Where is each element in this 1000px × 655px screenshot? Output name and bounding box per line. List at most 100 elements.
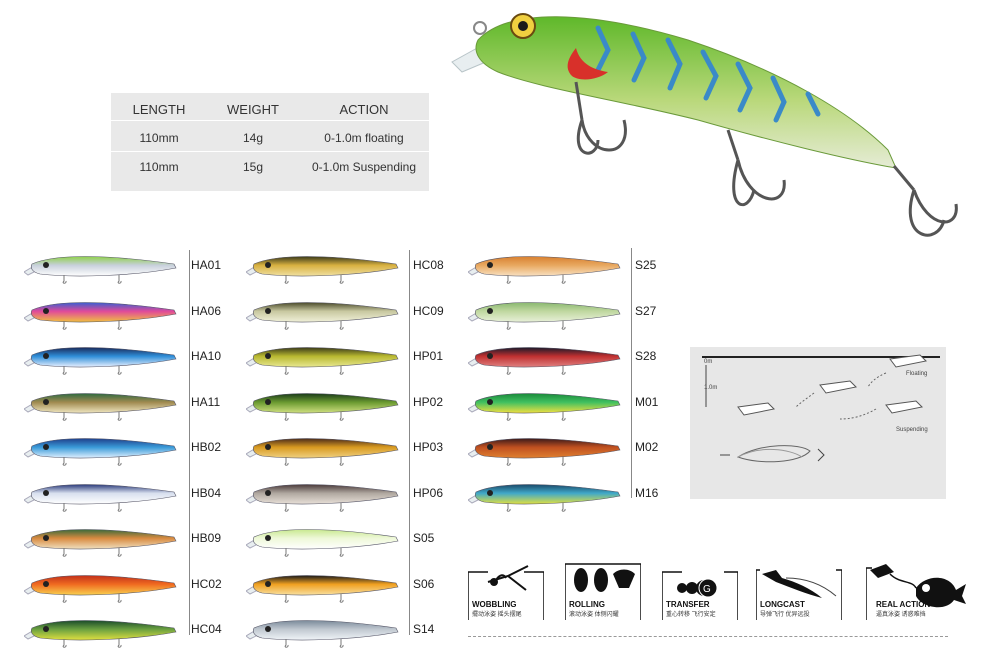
lure-swatch [467,341,628,382]
lure-image [23,483,177,512]
lure-image [245,301,399,330]
lure-swatch [23,569,184,610]
color-code: HA11 [191,394,221,409]
color-code: S06 [413,576,435,591]
spec-row: 110mm 14g 0-1.0m floating [111,127,429,151]
lure-swatch [245,250,406,291]
lure-swatch [245,387,406,428]
lure-swatch [245,569,406,610]
real-action-icon [865,564,966,620]
color-code: HP01 [413,349,444,363]
lure-swatch [467,432,628,473]
lure-image [23,620,177,648]
feature-subtitle: 滚动泳姿 体侧闪耀 [569,612,619,618]
feature-subtitle: 重心转移 飞行安定 [666,612,716,618]
color-code: HP03 [413,440,444,454]
lure-image [467,438,621,466]
spec-header-row: LENGTH WEIGHT ACTION [111,98,429,122]
length-cell: 110mm [139,131,179,145]
lure-swatch [23,432,184,473]
length-cell: 110mm [139,160,179,174]
color-code: HA10 [191,349,222,363]
lure-image [245,438,399,466]
color-code: HP02 [413,394,444,409]
color-code: S28 [635,349,657,363]
divider [111,151,429,152]
lure-image [23,256,177,284]
lure-swatch [245,432,406,473]
lure-swatch [245,523,406,564]
lure-swatch [23,296,184,337]
color-code: HA01 [191,258,222,272]
feature-label: WOBBLING [472,600,517,609]
feature-rolling: ROLLING 滚动泳姿 体侧闪耀 [564,560,642,625]
lure-swatch [467,387,628,428]
action-diagram: 0m 1.0m Floating Suspending [690,347,946,499]
column-divider [189,250,190,635]
weight-cell: 14g [242,131,264,145]
feature-subtitle: 擺动泳姿 摇头摆尾 [472,612,522,618]
spec-table: LENGTH WEIGHT ACTION 110mm 14g 0-1.0m fl… [111,93,429,191]
action-cell: 0-1.0m Suspending [311,160,417,174]
lure-swatch [467,250,628,291]
lure-image [245,347,399,375]
lure-swatch [23,387,184,428]
lure-swatch [467,296,628,337]
lure-image [23,392,177,421]
spec-row: 110mm 15g 0-1.0m Suspending [111,156,429,180]
column-divider [409,250,410,635]
color-code: S14 [413,622,435,636]
color-code: HB04 [191,485,222,500]
color-code: S25 [635,258,657,272]
color-code: M02 [635,440,659,454]
lure-image [23,347,177,375]
lure-image [467,483,621,512]
lure-image [467,392,621,421]
lure-swatch [23,341,184,382]
lure-swatch [245,341,406,382]
lure-image [467,347,621,375]
lure-image [245,574,399,603]
color-code: HA06 [191,303,222,318]
lure-image [23,438,177,466]
hero-lure-image [451,13,958,237]
lure-swatch [245,478,406,519]
lure-image [245,529,399,557]
color-code: HB09 [191,531,222,545]
floating-label: Floating [906,371,928,377]
color-code: HC08 [413,258,444,272]
lure-image [467,301,621,330]
suspending-label: Suspending [896,427,928,433]
header-action: ACTION [339,102,389,117]
feature-real-action: REAL ACTION 逼真泳姿 诱惑难挡 [865,560,966,625]
lure-image [245,392,399,421]
svg-text:G: G [703,584,711,595]
feature-label: LONGCAST [760,600,805,609]
color-code: HC09 [413,303,444,318]
color-code: HC02 [191,576,222,591]
header-length: LENGTH [132,102,186,117]
color-code: HP06 [413,485,444,500]
feature-label: TRANSFER [666,600,710,609]
depth-top-label: 0m [704,359,713,365]
lure-image [245,256,399,284]
color-code: HC04 [191,622,222,636]
color-code: HB02 [191,440,222,454]
lure-image [245,483,399,512]
lure-swatch [23,250,184,291]
lure-swatch [245,296,406,337]
lure-image [23,574,177,603]
lure-image [23,529,177,557]
lure-image [245,620,399,648]
color-code: M01 [635,394,659,409]
feature-wobbling: WOBBLING 擺动泳姿 摇头摆尾 [467,560,545,625]
action-cell: 0-1.0m floating [324,131,404,145]
column-divider [631,248,632,498]
depth-mid-label: 1.0m [704,385,718,391]
color-code: S27 [635,303,657,318]
lure-swatch [23,523,184,564]
longcast-icon [755,569,843,620]
lure-swatch [245,614,406,655]
feature-label: REAL ACTION [876,600,931,609]
lure-image [23,301,177,330]
